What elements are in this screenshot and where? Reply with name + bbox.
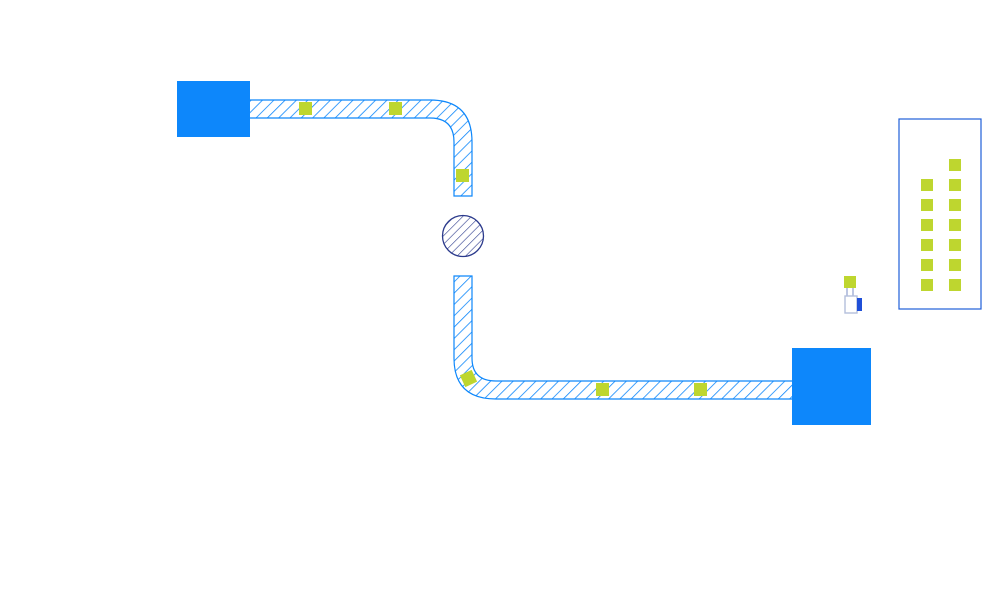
stored-package: [921, 279, 933, 291]
stored-package: [949, 219, 961, 231]
stored-package: [921, 259, 933, 271]
destination-station: [792, 348, 871, 425]
stored-package: [949, 179, 961, 191]
conveyor-package: [459, 369, 478, 388]
stored-package: [921, 179, 933, 191]
conveyor-package: [299, 102, 312, 115]
stored-package: [949, 199, 961, 211]
stored-package: [921, 219, 933, 231]
stored-package: [949, 259, 961, 271]
conveyor-package: [389, 102, 402, 115]
stored-package: [921, 239, 933, 251]
upper-conveyor: [247, 99, 473, 197]
robot-icon: [844, 276, 862, 314]
lower-conveyor: [453, 275, 796, 400]
conveyor-package: [694, 383, 707, 396]
stored-package: [949, 239, 961, 251]
carried-package: [844, 276, 856, 288]
storage-column-right: [949, 159, 961, 291]
storage-column-left: [921, 179, 933, 291]
conveyor-package: [596, 383, 609, 396]
stored-package: [949, 279, 961, 291]
storage-rack: [898, 118, 982, 310]
stored-package: [921, 199, 933, 211]
junction-node: [441, 214, 485, 258]
stored-package: [949, 159, 961, 171]
source-station: [177, 81, 250, 137]
conveyor-package: [456, 169, 469, 182]
